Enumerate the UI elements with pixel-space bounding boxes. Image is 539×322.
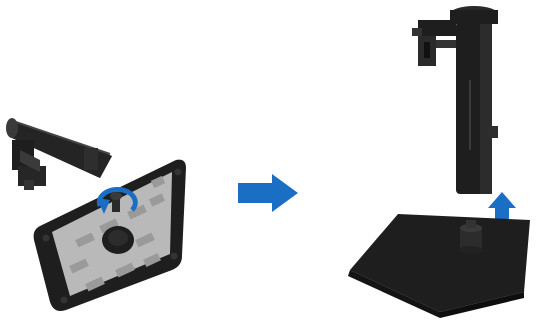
- right-arrow-icon: [238, 174, 298, 212]
- riser-column: [450, 6, 498, 194]
- step-2-stand-separated: [348, 6, 530, 318]
- foot: [43, 235, 50, 242]
- step-1-stand-with-base: [6, 118, 186, 311]
- base-plate: [34, 160, 186, 311]
- foot: [171, 253, 178, 260]
- stand-base: [348, 214, 530, 318]
- arm-tab: [84, 148, 98, 170]
- vesa-bracket: [412, 20, 456, 66]
- foot: [175, 169, 182, 176]
- foot: [61, 297, 68, 304]
